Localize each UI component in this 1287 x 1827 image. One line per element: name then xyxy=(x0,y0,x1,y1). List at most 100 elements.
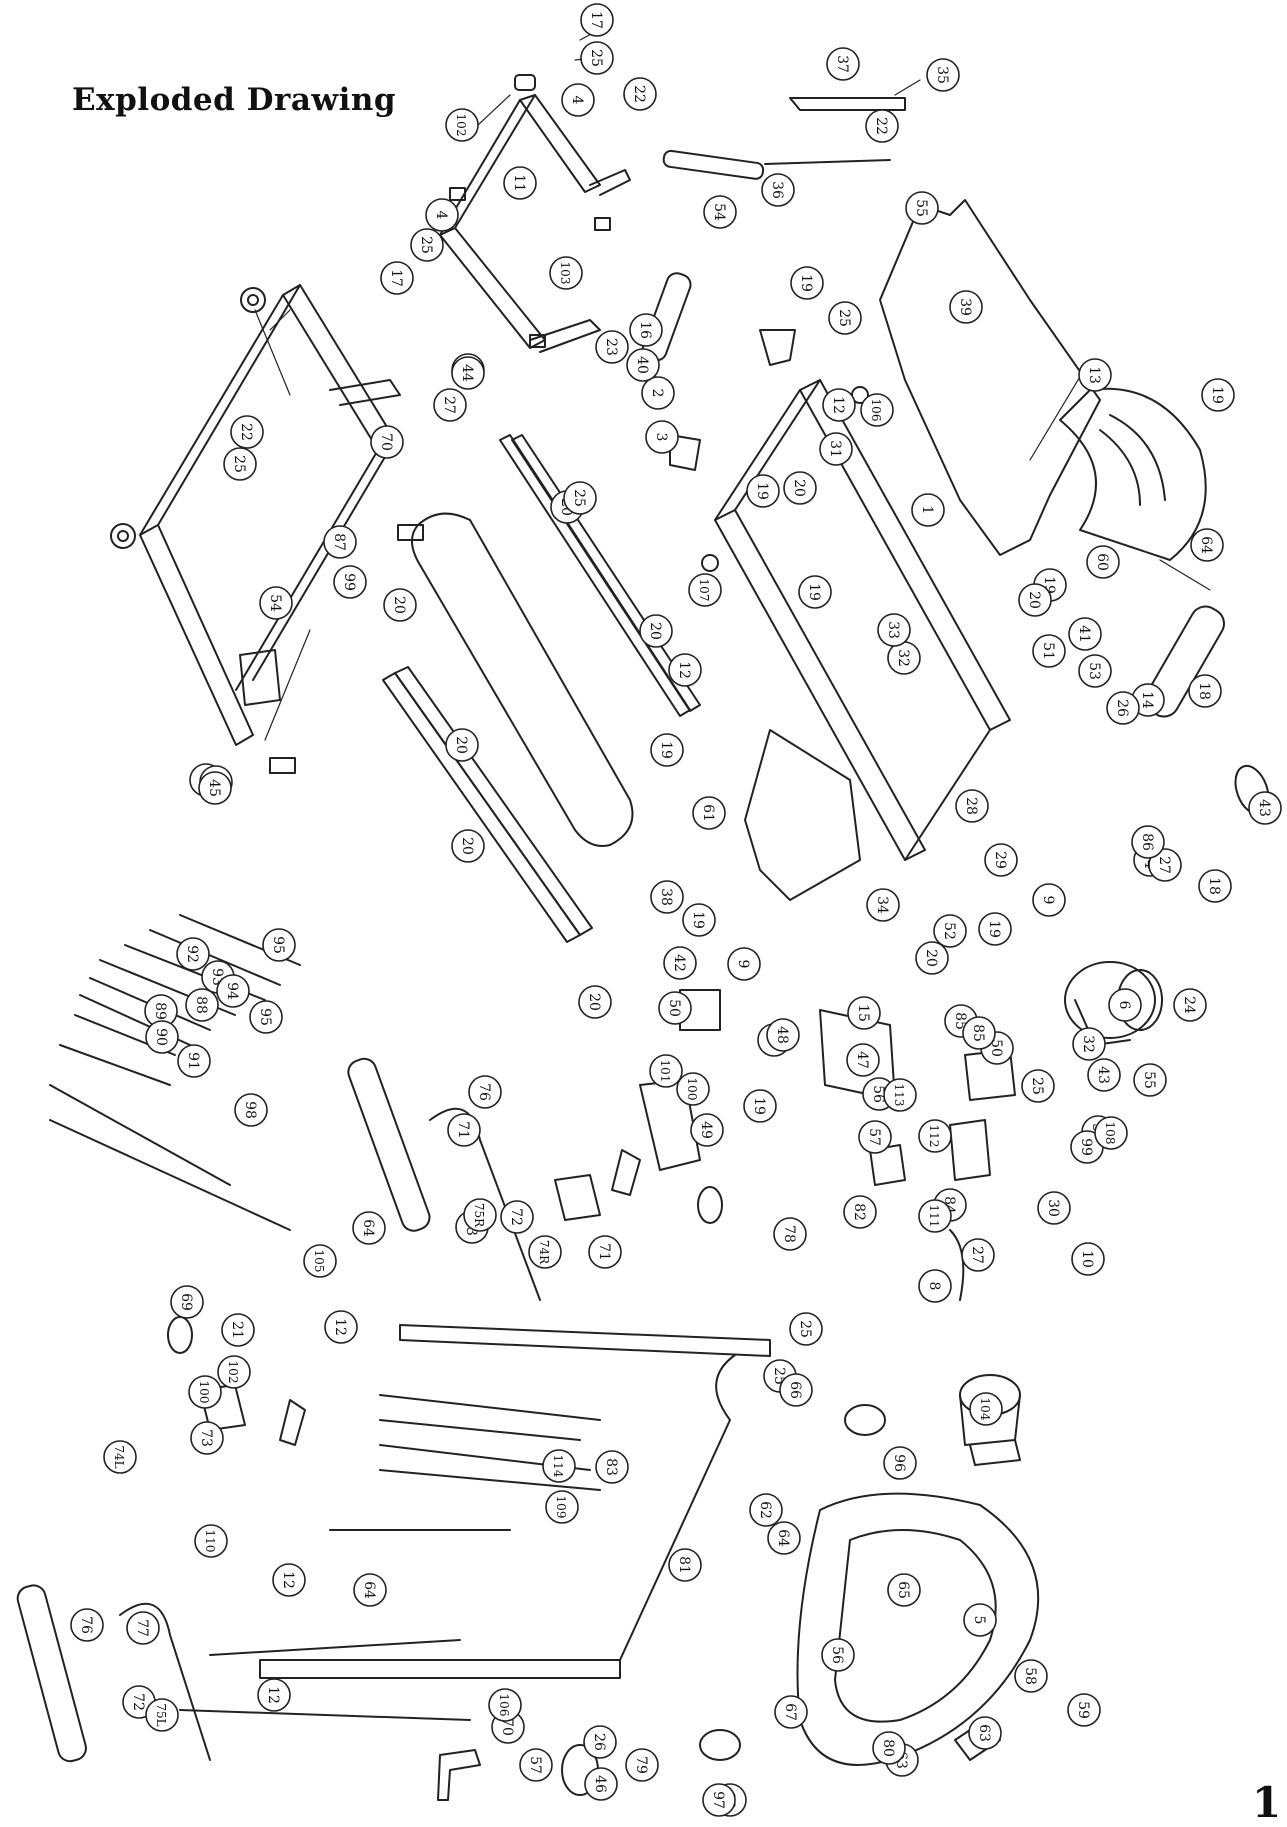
part-number-label: 74R xyxy=(537,1240,551,1265)
part-number-label: 39 xyxy=(957,298,973,316)
part-number-label: 20 xyxy=(791,479,807,497)
part-number-label: 54 xyxy=(711,203,727,221)
part-callout: 89 xyxy=(144,994,178,1028)
part-number-label: 25 xyxy=(588,49,604,67)
part-number-label: 1 xyxy=(919,506,935,515)
part-callout: 22 xyxy=(865,109,899,143)
part-number-label: 62 xyxy=(757,1501,773,1519)
callout-circle xyxy=(1086,545,1120,579)
part-number-label: 73 xyxy=(198,1429,214,1447)
upright-tube-part xyxy=(259,1324,771,1679)
callout-circle xyxy=(743,1089,777,1123)
part-callout: 27 xyxy=(961,1238,995,1272)
part-callout: 92 xyxy=(176,937,210,971)
part-callout: 36 xyxy=(761,173,795,207)
callout-circle xyxy=(779,1373,813,1407)
part-number-label: 25 xyxy=(1029,1077,1045,1095)
callout-circle xyxy=(190,1421,224,1455)
callout-circle xyxy=(639,614,673,648)
part-callout: 101 xyxy=(649,1054,683,1088)
part-number-label: 56 xyxy=(870,1085,886,1103)
part-number-label: 19 xyxy=(1209,386,1225,404)
callout-circle xyxy=(352,1211,386,1245)
part-callout: 71 xyxy=(447,1113,481,1147)
motor-cover-plate-part xyxy=(879,199,1101,556)
callout-circle xyxy=(1248,791,1282,825)
cylinder-part xyxy=(662,149,891,180)
part-number-label: 71 xyxy=(596,1243,612,1261)
part-callout: 91 xyxy=(177,1044,211,1078)
part-number-label: 35 xyxy=(934,66,950,84)
callout-circle xyxy=(1021,1069,1055,1103)
part-number-label: 33 xyxy=(885,621,901,639)
part-callout: 64 xyxy=(352,1211,386,1245)
part-callout: 104 xyxy=(969,1392,1003,1426)
part-number-label: 12 xyxy=(676,661,692,679)
part-number-label: 19 xyxy=(754,482,770,500)
callout-circle xyxy=(584,1767,618,1801)
part-number-label: 27 xyxy=(441,396,457,414)
part-number-label: 25 xyxy=(836,309,852,327)
part-number-label: 53 xyxy=(1086,662,1102,680)
part-callout: 19 xyxy=(978,912,1012,946)
part-callout: 64 xyxy=(353,1573,387,1607)
part-number-label: 95 xyxy=(270,936,286,954)
part-callout: 70 xyxy=(370,425,404,459)
callout-circle xyxy=(933,914,967,948)
handle-grip-part xyxy=(119,1107,541,1761)
part-callout: 112 xyxy=(918,1119,952,1153)
callout-circle xyxy=(221,1313,255,1347)
part-callout: 25 xyxy=(828,301,862,335)
part-number-label: 27 xyxy=(1156,856,1172,874)
part-callout: 17 xyxy=(380,261,414,295)
part-callouts: 1234456778999101112121212121314141516171… xyxy=(70,3,1282,1817)
part-callout: 64 xyxy=(1190,528,1224,562)
callout-circle xyxy=(918,1199,952,1233)
part-callout: 33 xyxy=(877,613,911,647)
callout-circle xyxy=(126,1611,160,1645)
part-callout: 20 xyxy=(783,471,817,505)
part-number-label: 5 xyxy=(971,1616,987,1625)
part-callout: 15 xyxy=(847,996,881,1030)
part-callout: 32 xyxy=(1072,1027,1106,1061)
callout-circle xyxy=(790,266,824,300)
part-number-label: 8 xyxy=(926,1282,942,1291)
part-callout: 38 xyxy=(650,880,684,914)
part-number-label: 22 xyxy=(631,85,647,103)
part-callout: 57 xyxy=(519,1748,553,1782)
part-number-label: 43 xyxy=(1256,799,1272,817)
main-frame-part xyxy=(714,379,1011,861)
part-callout: 55 xyxy=(905,191,939,225)
callout-circle xyxy=(749,1493,783,1527)
part-number-label: 12 xyxy=(265,1686,281,1704)
part-callout: 111 xyxy=(918,1199,952,1233)
callout-circle xyxy=(563,481,597,515)
callout-circle xyxy=(463,1198,497,1232)
part-number-label: 20 xyxy=(1026,591,1042,609)
part-callout: 18 xyxy=(1198,869,1232,903)
part-number-label: 102 xyxy=(226,1361,240,1384)
part-callout: 49 xyxy=(690,1113,724,1147)
part-number-label: 90 xyxy=(153,1028,169,1046)
callout-circle xyxy=(1133,1063,1167,1097)
callout-circle xyxy=(383,588,417,622)
part-callout: 65 xyxy=(887,1573,921,1607)
part-number-label: 101 xyxy=(658,1060,672,1083)
part-number-label: 64 xyxy=(360,1219,376,1237)
part-number-label: 41 xyxy=(1076,625,1092,643)
callout-circle xyxy=(926,58,960,92)
part-number-label: 17 xyxy=(388,269,404,287)
callout-circle xyxy=(783,471,817,505)
part-number-label: 18 xyxy=(1206,877,1222,895)
callout-circle xyxy=(145,1698,179,1732)
part-number-label: 14 xyxy=(1139,691,1155,709)
part-number-label: 80 xyxy=(880,1739,896,1757)
part-number-label: 94 xyxy=(224,982,240,1000)
callout-circle xyxy=(1094,1116,1128,1150)
callout-circle xyxy=(1087,1058,1121,1092)
callout-circle xyxy=(688,573,722,607)
callout-circle xyxy=(746,474,780,508)
part-callout: 26 xyxy=(1106,691,1140,725)
part-callout: 48 xyxy=(766,1018,800,1052)
